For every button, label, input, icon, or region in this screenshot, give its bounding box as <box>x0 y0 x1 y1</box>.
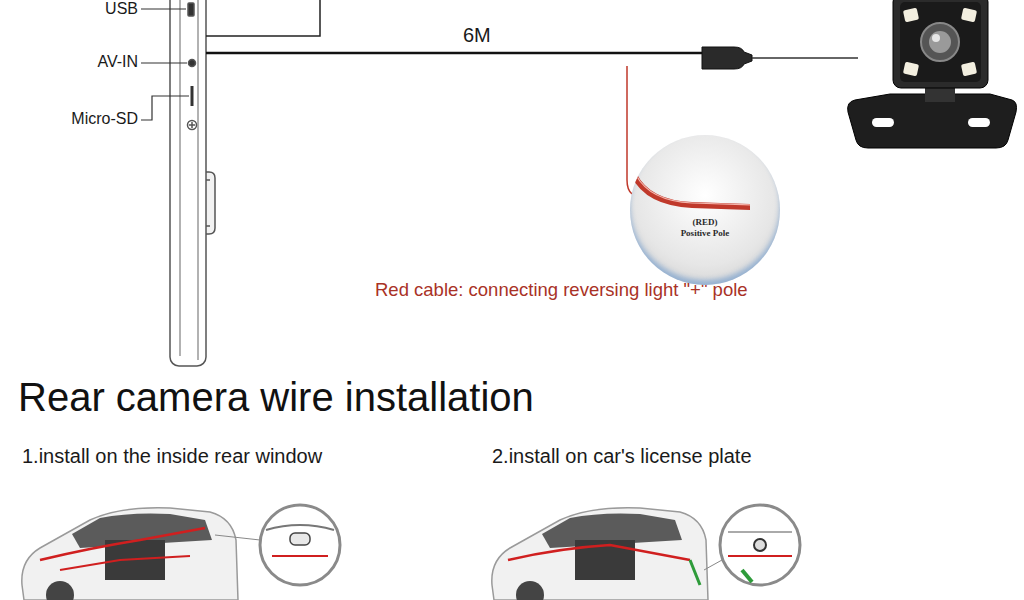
callout-circle: (RED)Positive Pole <box>630 135 780 285</box>
detail-inset <box>720 505 800 585</box>
detail-inset <box>260 505 340 585</box>
port-label: Micro-SD <box>71 110 138 128</box>
car-illustration <box>492 508 722 600</box>
car-illustration <box>22 508 260 600</box>
port-label: AV-IN <box>97 53 138 71</box>
callout-text-line: (RED) <box>630 217 780 228</box>
rear-camera <box>848 0 1017 148</box>
port-label: USB <box>105 0 138 18</box>
leader-lines <box>141 9 189 120</box>
length-label: 6M <box>463 24 491 47</box>
callout-text-line: Positive Pole <box>630 228 780 239</box>
monitor-device <box>170 0 215 366</box>
option-caption: 1.install on the inside rear window <box>22 445 322 468</box>
callout-text: (RED)Positive Pole <box>630 135 780 239</box>
diagram-title: Rear camera wire installation <box>18 374 534 420</box>
option-caption: 2.install on car's license plate <box>492 445 752 468</box>
